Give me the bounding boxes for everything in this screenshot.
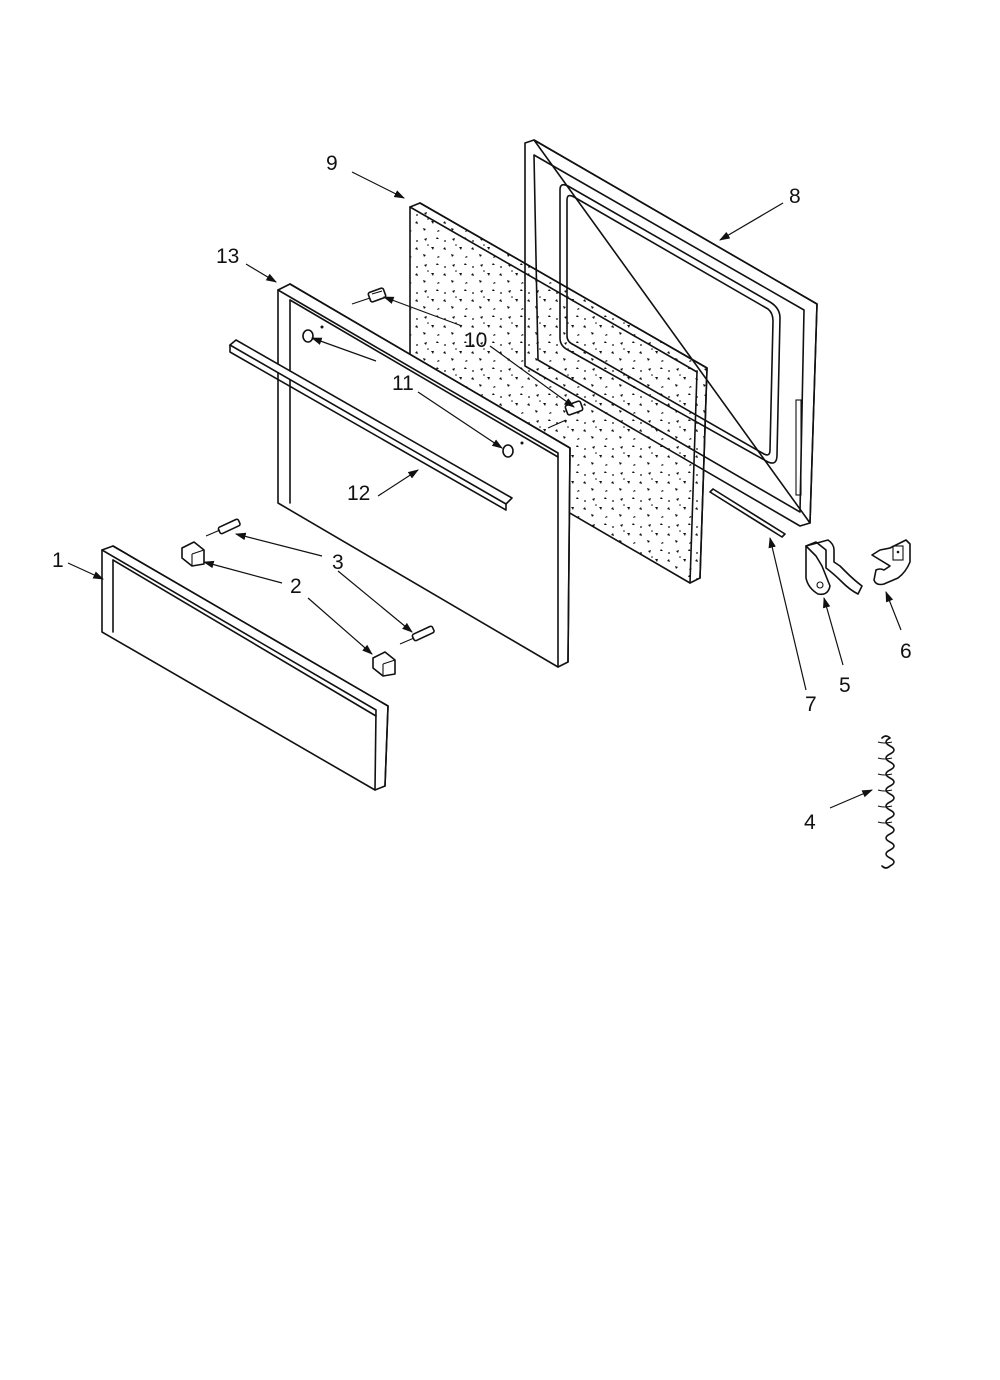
callout-10: 10	[464, 329, 487, 352]
callout-7: 7	[805, 693, 817, 716]
callout-5: 5	[839, 674, 851, 697]
callout-2: 2	[290, 575, 302, 598]
hinge-bracket-part-2-lower	[372, 651, 396, 677]
pin-part-3-lower	[399, 625, 435, 645]
inner-door-panel-part-13	[277, 283, 571, 668]
washer-part-11-upper	[302, 325, 324, 343]
gasket-rod-part-7	[709, 488, 786, 538]
callout-13: 13	[216, 245, 239, 268]
insulation-panel-part-9	[409, 202, 708, 584]
callout-labels: 9 8 13 10 11 12 1 3 2 6 5 7 4	[52, 152, 912, 834]
callout-9: 9	[326, 152, 338, 175]
callout-1: 1	[52, 549, 64, 572]
callout-8: 8	[789, 185, 801, 208]
callout-11: 11	[392, 372, 414, 395]
callout-3: 3	[332, 551, 344, 574]
leader-lines	[67, 171, 902, 809]
screw-part-10-upper	[351, 287, 387, 305]
hinge-bracket-part-2-upper	[181, 541, 205, 567]
spring-part-4	[877, 735, 895, 869]
callout-4: 4	[804, 811, 816, 834]
washer-part-11-lower	[502, 441, 524, 458]
receptacle-bracket-part-6	[871, 539, 911, 586]
door-frame-part-8	[524, 139, 818, 527]
callout-6: 6	[900, 640, 912, 663]
front-panel-part-1	[101, 545, 389, 791]
hinge-arm-part-5	[805, 539, 863, 596]
pin-part-3-upper	[205, 518, 241, 537]
trim-bar-part-12	[229, 339, 513, 511]
callout-12: 12	[347, 482, 370, 505]
